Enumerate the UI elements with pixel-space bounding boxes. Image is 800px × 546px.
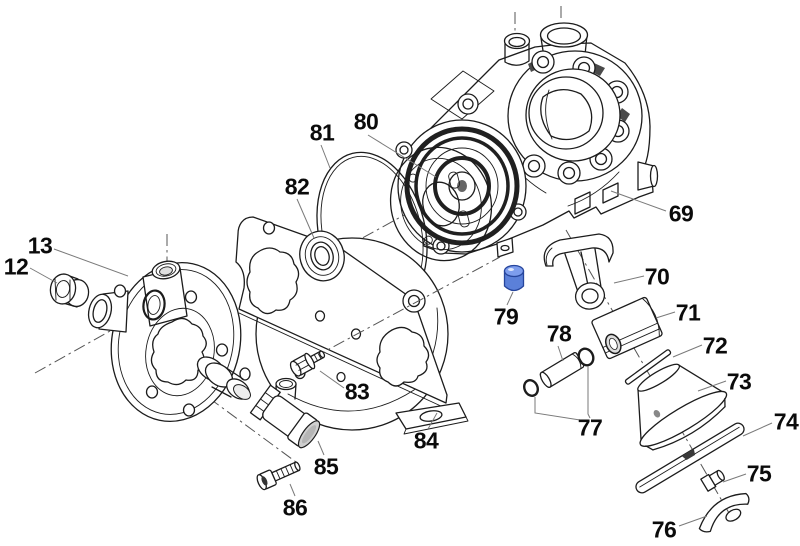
part-label-70: 70 — [644, 263, 670, 290]
part-12-hex-plug — [49, 273, 90, 308]
part-73-piston — [637, 363, 728, 451]
part-label-83: 83 — [344, 378, 370, 405]
part-84-mounting-plate — [235, 216, 469, 435]
flange-output-port — [196, 356, 251, 400]
part-label-85: 85 — [313, 453, 339, 480]
part-74-valve-plate — [635, 422, 745, 494]
bolt-83-axis — [293, 256, 501, 369]
part-label-79: 79 — [493, 303, 519, 330]
crankcase-top-port-small — [503, 32, 531, 66]
part-label-82: 82 — [284, 173, 310, 200]
part-70-connecting-rod — [543, 233, 614, 310]
part-label-84: 84 — [413, 427, 439, 454]
crankcase-front-flange — [507, 50, 643, 185]
part-85-valve-fitting — [249, 377, 321, 449]
part-80-seal-retainer — [389, 146, 493, 262]
part-label-69: 69 — [668, 200, 694, 227]
part-75-spacer — [700, 469, 725, 492]
part-82-oil-seal — [299, 230, 345, 282]
part-label-81: 81 — [309, 119, 335, 146]
part-label-78: 78 — [546, 320, 572, 347]
part-label-13: 13 — [27, 232, 53, 259]
part-label-76: 76 — [651, 516, 677, 543]
part-label-73: 73 — [726, 368, 752, 395]
part-69-crankcase — [395, 22, 659, 258]
crankcase-bearing-seat — [395, 93, 527, 255]
part-label-86: 86 — [282, 494, 308, 521]
leader-lines — [29, 134, 773, 527]
part-label-74: 74 — [773, 408, 799, 435]
part-79-plug-highlighted — [503, 264, 525, 292]
part-86-socket-screw — [256, 461, 301, 491]
part-label-71: 71 — [675, 299, 701, 326]
part-label-12: 12 — [3, 253, 29, 280]
part-77-orings — [523, 347, 595, 397]
part-label-80: 80 — [353, 108, 379, 135]
part-label-75: 75 — [746, 460, 772, 487]
fitting-85-axis — [208, 397, 297, 463]
part-label-77: 77 — [577, 414, 603, 441]
part-71-piston-guide — [591, 296, 663, 360]
part-label-72: 72 — [702, 332, 728, 359]
part-76-valve-dome — [698, 492, 750, 533]
part-72-pin-rod — [624, 349, 672, 385]
part-83-hex-bolt — [289, 350, 326, 377]
part-13-bearing-cover — [87, 260, 251, 423]
